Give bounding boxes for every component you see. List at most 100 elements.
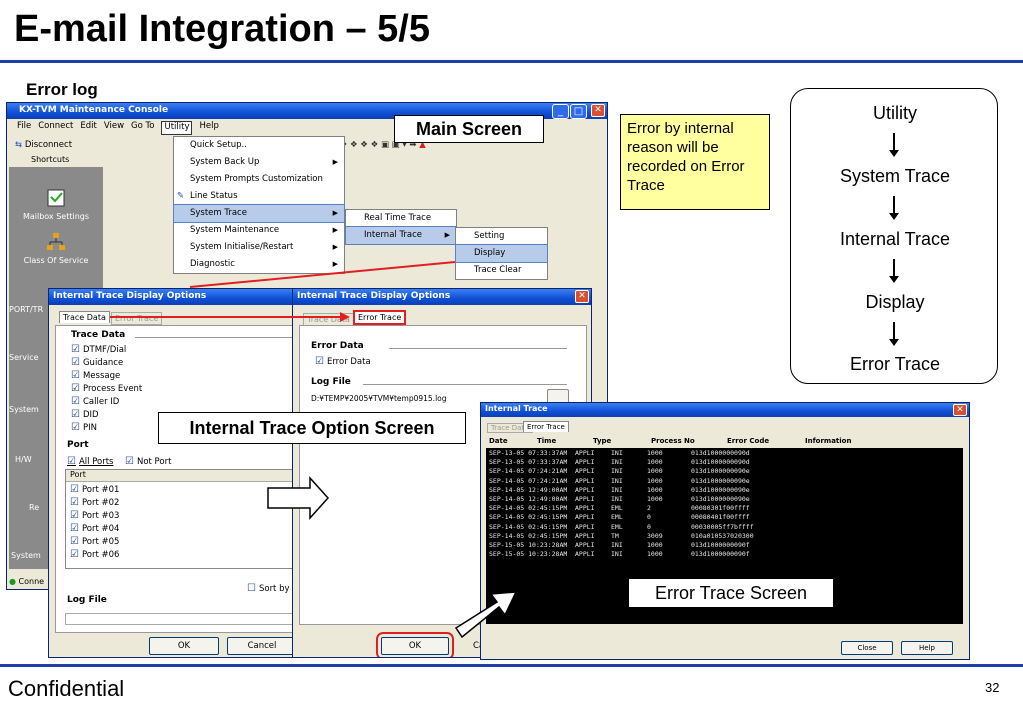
menu-item-system-maintenance[interactable]: System Maintenance▶ [174, 222, 344, 239]
toolbar-icons[interactable]: ? ▾ ❖ ❖ ❖ ❖ ▣ ▣ ▾ ➡ ▲ [322, 140, 426, 150]
menubar: File Connect Edit View Go To Utility Hel… [9, 121, 219, 135]
pin-checkbox[interactable]: PIN [71, 422, 97, 433]
port-02-checkbox[interactable]: Port #02 [70, 497, 120, 508]
sidebar-item-class-of-service[interactable]: Class Of Service [9, 231, 103, 265]
process-event-checkbox[interactable]: Process Event [71, 383, 142, 394]
menu-item-trace-clear[interactable]: Trace Clear [474, 265, 522, 275]
port-01-checkbox[interactable]: Port #01 [70, 484, 120, 495]
menu-item-line-status[interactable]: ✎Line Status [174, 188, 344, 205]
cell-error-code: 013d1000000090e [691, 494, 750, 503]
close-button[interactable]: Close [841, 641, 893, 655]
menu-connect[interactable]: Connect [38, 121, 74, 131]
sidebar-item-service[interactable]: Service [9, 353, 103, 362]
cell-error-code: 013d1000000090d [691, 449, 750, 457]
sidebar-item-mailbox-settings[interactable]: Mailbox Settings [9, 187, 103, 221]
error-trace-titlebar[interactable]: Internal Trace [481, 403, 969, 417]
tab-trace-data[interactable]: Trace Data [59, 311, 110, 323]
flow-arrow-icon [889, 133, 899, 157]
menu-item-label: System Initialise/Restart [190, 242, 294, 252]
menu-item-real-time-trace[interactable]: Real Time Trace [364, 213, 432, 223]
port-06-checkbox[interactable]: Port #06 [70, 549, 120, 560]
cell-datetime: SEP-14-05 12:49:00AM [489, 494, 568, 503]
submenu-arrow-icon: ▶ [332, 260, 338, 268]
help-button[interactable]: Help [901, 641, 953, 655]
cell-datetime: SEP-14-05 07:24:21AM [489, 476, 568, 485]
cell-type: APPLI [575, 458, 595, 467]
slide-title: E-mail Integration – 5/5 [14, 8, 430, 50]
cell-datetime: SEP-14-05 02:45:15PM [489, 522, 568, 531]
sidebar-item-re[interactable]: Re [9, 503, 103, 512]
port-04-checkbox[interactable]: Port #04 [70, 523, 120, 534]
menu-item-setting[interactable]: Setting [474, 231, 505, 241]
port-05-checkbox[interactable]: Port #05 [70, 536, 120, 547]
menu-item-internal-trace[interactable]: Internal Trace▶ [345, 226, 457, 245]
alert-icon[interactable]: ▲ [419, 140, 426, 150]
cell-subtype: INI [611, 494, 623, 503]
menu-edit[interactable]: Edit [80, 121, 97, 131]
close-button[interactable]: ✕ [591, 104, 605, 117]
menu-item-diagnostic[interactable]: Diagnostic▶ [174, 256, 344, 273]
menu-item-system-trace[interactable]: System Trace▶ [173, 204, 345, 223]
cell-type: APPLI [575, 494, 595, 503]
sidebar-item-port[interactable]: PORT/TR [9, 305, 103, 314]
minimize-button[interactable]: _ [552, 104, 569, 119]
menu-item-quick-setup[interactable]: Quick Setup.. [190, 140, 247, 150]
sidebar-item-hw[interactable]: H/W [9, 455, 103, 464]
menu-view[interactable]: View [103, 121, 125, 131]
error-trace-close-button[interactable]: ✕ [953, 404, 967, 416]
menu-goto[interactable]: Go To [131, 121, 155, 131]
cell-error-code: 00030005ff7bffff [691, 522, 754, 531]
sidebar-label: Service [9, 353, 39, 362]
message-checkbox[interactable]: Message [71, 370, 120, 381]
maximize-button[interactable]: □ [570, 104, 587, 119]
sidebar-label: System [9, 405, 39, 414]
menu-item-system-backup[interactable]: System Back Up▶ [174, 154, 344, 171]
tab-error-trace[interactable]: Error Trace [523, 421, 569, 432]
menu-utility[interactable]: Utility [161, 121, 193, 135]
cell-error-code: 013d1000000090e [691, 485, 750, 494]
tab-error-trace[interactable]: Error Trace [353, 310, 407, 325]
ok-button[interactable]: OK [149, 637, 219, 655]
caller-id-checkbox[interactable]: Caller ID [71, 396, 119, 407]
sidebar-item-system-2[interactable]: System [9, 551, 103, 560]
menu-item-system-initialise[interactable]: System Initialise/Restart▶ [174, 239, 344, 256]
ok-button[interactable]: OK [376, 632, 454, 657]
sidebar-item-system[interactable]: System [9, 405, 103, 414]
footer-rule [0, 664, 1023, 667]
option-screen-label: Internal Trace Option Screen [158, 412, 466, 444]
guidance-checkbox[interactable]: Guidance [71, 357, 123, 368]
submenu-arrow-icon: ▶ [332, 226, 338, 234]
dtmf-checkbox[interactable]: DTMF/Dial [71, 344, 126, 355]
port-03-checkbox[interactable]: Port #03 [70, 510, 120, 521]
disconnect-button[interactable]: Disconnect [24, 140, 73, 150]
sort-by-checkbox[interactable]: Sort by I [247, 583, 295, 594]
menu-file[interactable]: File [17, 121, 32, 131]
dialog-close-button[interactable]: ✕ [575, 290, 589, 303]
tab-error-trace[interactable]: Error Trace [111, 312, 163, 325]
all-ports-checkbox[interactable]: All Ports [67, 456, 114, 467]
cancel-button-partial[interactable]: Ca [473, 641, 485, 651]
error-data-checkbox[interactable]: Error Data [315, 356, 371, 367]
sidebar-label: Re [29, 503, 40, 512]
options-dialog-1-titlebar[interactable]: Internal Trace Display Options [49, 289, 309, 305]
log-path-input[interactable]: D:¥TEMP¥2005¥TVM¥temp0915.log [311, 394, 447, 403]
options-dialog-2-titlebar[interactable]: Internal Trace Display Options [293, 289, 591, 305]
did-checkbox[interactable]: DID [71, 409, 99, 420]
menu-item-system-prompts[interactable]: System Prompts Customization [190, 174, 323, 184]
not-port-checkbox[interactable]: Not Port [125, 456, 171, 467]
menu-item-display[interactable]: Display [455, 244, 548, 263]
menu-help[interactable]: Help [199, 121, 219, 131]
toolbar: ⇆ Disconnect ? ▾ ❖ ❖ ❖ ❖ ▣ ▣ ▾ ➡ ▲ [9, 137, 605, 155]
